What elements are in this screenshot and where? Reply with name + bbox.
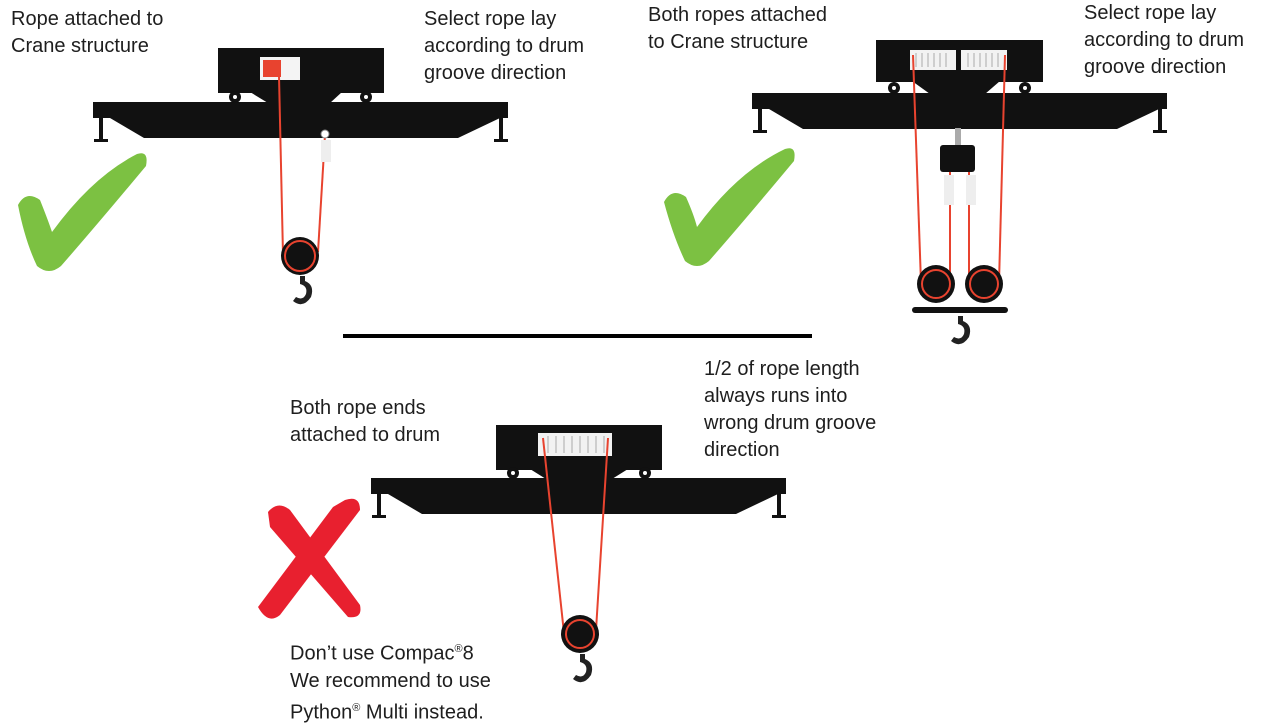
checkmark-icon xyxy=(18,153,147,271)
dont-use-text: Don’t use Compac xyxy=(290,642,455,665)
label-c3-wrong: 1/2 of rope length always runs into wron… xyxy=(704,358,877,461)
registered-mark: ® xyxy=(454,643,463,655)
crane-double-rope xyxy=(752,40,1167,345)
label-c2-lay: Select rope lay according to drum groove… xyxy=(1084,2,1245,78)
registered-mark: ® xyxy=(352,701,361,714)
divider-line xyxy=(343,334,812,338)
label-c1-lay: Select rope lay according to drum groove… xyxy=(424,8,585,84)
product-name: Python xyxy=(290,701,353,724)
label-c2-anchor: Both ropes attached to Crane structure xyxy=(648,4,828,53)
recommendation-note: Don’t use Compac®8 We recommend to use P… xyxy=(290,636,491,726)
crane-both-ends-drum xyxy=(371,425,786,683)
product-name-end: Multi instead. xyxy=(360,701,484,724)
crane-single-rope xyxy=(93,48,508,305)
checkmark-icon xyxy=(664,148,795,266)
label-c1-anchor: Rope attached to Crane structure xyxy=(11,8,164,57)
label-c3-ends: Both rope ends attached to drum xyxy=(290,397,441,446)
dont-use-text-end: 8 xyxy=(462,642,474,665)
recommend-text: We recommend to use xyxy=(290,669,491,692)
cross-icon xyxy=(258,498,361,619)
